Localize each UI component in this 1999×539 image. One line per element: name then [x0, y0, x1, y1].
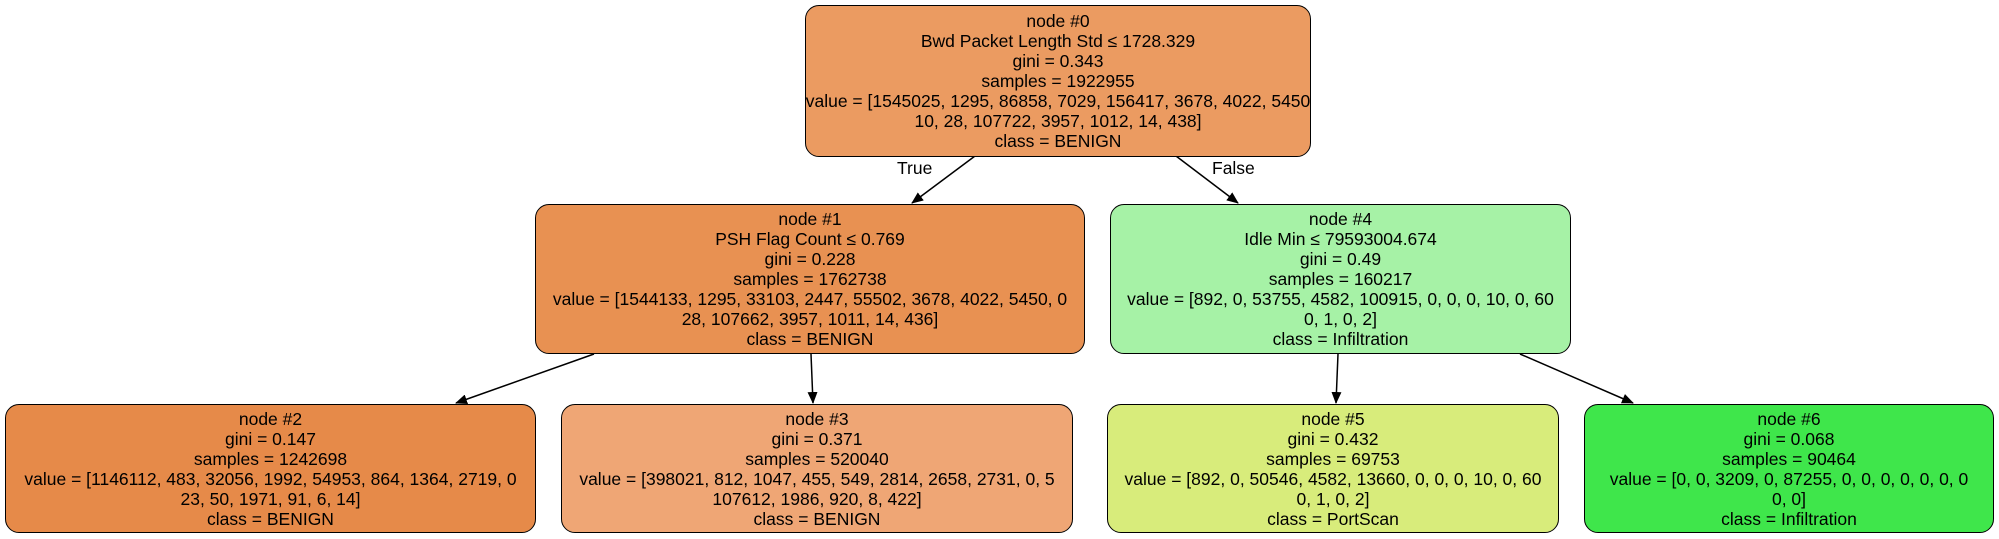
node-gini: gini = 0.49: [1299, 249, 1382, 269]
node-value-line1: value = [398021, 812, 1047, 455, 549, 28…: [579, 468, 1055, 489]
node-value-line2: 0, 1, 0, 2]: [1304, 309, 1377, 329]
tree-node-0: node #0 Bwd Packet Length Std ≤ 1728.329…: [805, 5, 1311, 157]
node-gini: gini = 0.343: [1012, 51, 1104, 71]
tree-node-4: node #4 Idle Min ≤ 79593004.674 gini = 0…: [1110, 204, 1571, 354]
edge-1-3: [807, 353, 818, 404]
node-samples: samples = 1762738: [733, 269, 887, 289]
node-samples: samples = 90464: [1722, 448, 1856, 469]
node-value-line2: 10, 28, 107722, 3957, 1012, 14, 438]: [914, 111, 1202, 131]
node-class: class = BENIGN: [746, 329, 874, 349]
node-class: class = PortScan: [1267, 508, 1399, 529]
node-gini: gini = 0.432: [1287, 428, 1379, 449]
node-samples: samples = 1242698: [193, 448, 348, 469]
node-samples: samples = 1922955: [981, 71, 1135, 91]
node-id: node #2: [238, 408, 303, 429]
tree-node-5: node #5 gini = 0.432 samples = 69753 val…: [1107, 404, 1559, 533]
node-gini: gini = 0.228: [764, 249, 856, 269]
node-gini: gini = 0.371: [771, 428, 863, 449]
edge-label-true: True: [897, 158, 933, 178]
edge-4-6: [1519, 353, 1634, 404]
node-value-line1: value = [1544133, 1295, 33103, 2447, 555…: [552, 289, 1068, 309]
node-value-line2: 107612, 1986, 920, 8, 422]: [712, 488, 922, 509]
node-value-line1: value = [0, 0, 3209, 0, 87255, 0, 0, 0, …: [1609, 468, 1969, 489]
node-value-line1: value = [1545025, 1295, 86858, 7029, 156…: [805, 91, 1311, 111]
node-class: class = Infiltration: [1721, 508, 1857, 529]
edge-0-4: [1175, 155, 1239, 204]
tree-node-1: node #1 PSH Flag Count ≤ 0.769 gini = 0.…: [535, 204, 1085, 354]
node-id: node #5: [1301, 408, 1365, 429]
tree-node-3: node #3 gini = 0.371 samples = 520040 va…: [561, 404, 1073, 533]
node-split: Bwd Packet Length Std ≤ 1728.329: [920, 31, 1196, 51]
node-value-line1: value = [1146112, 483, 32056, 1992, 5495…: [24, 468, 517, 489]
edge-1-2: [455, 353, 595, 405]
node-id: node #6: [1757, 408, 1821, 429]
node-gini: gini = 0.147: [225, 428, 316, 449]
node-class: class = BENIGN: [207, 508, 334, 529]
node-class: class = Infiltration: [1272, 329, 1409, 349]
node-gini: gini = 0.068: [1743, 428, 1835, 449]
tree-node-6: node #6 gini = 0.068 samples = 90464 val…: [1584, 404, 1994, 533]
node-value-line1: value = [892, 0, 53755, 4582, 100915, 0,…: [1127, 289, 1554, 309]
tree-node-2: node #2 gini = 0.147 samples = 1242698 v…: [5, 404, 536, 533]
node-id: node #3: [785, 408, 849, 429]
node-class: class = BENIGN: [753, 508, 881, 529]
node-value-line2: 23, 50, 1971, 91, 6, 14]: [180, 488, 361, 509]
node-class: class = BENIGN: [994, 131, 1122, 151]
node-id: node #1: [778, 209, 842, 229]
edge-label-false: False: [1212, 158, 1255, 178]
node-split: PSH Flag Count ≤ 0.769: [715, 229, 905, 249]
node-samples: samples = 520040: [745, 448, 889, 469]
node-value-line2: 28, 107662, 3957, 1011, 14, 436]: [681, 309, 939, 329]
node-samples: samples = 69753: [1266, 448, 1400, 469]
edge-4-5: [1331, 353, 1342, 404]
node-value-line1: value = [892, 0, 50546, 4582, 13660, 0, …: [1124, 468, 1542, 489]
node-id: node #4: [1308, 209, 1373, 229]
node-id: node #0: [1026, 11, 1090, 31]
node-samples: samples = 160217: [1268, 269, 1413, 289]
node-value-line2: 0, 1, 0, 2]: [1296, 488, 1370, 509]
node-split: Idle Min ≤ 79593004.674: [1244, 229, 1437, 249]
edge-0-1: [911, 155, 976, 204]
node-value-line2: 0, 0]: [1771, 488, 1807, 509]
